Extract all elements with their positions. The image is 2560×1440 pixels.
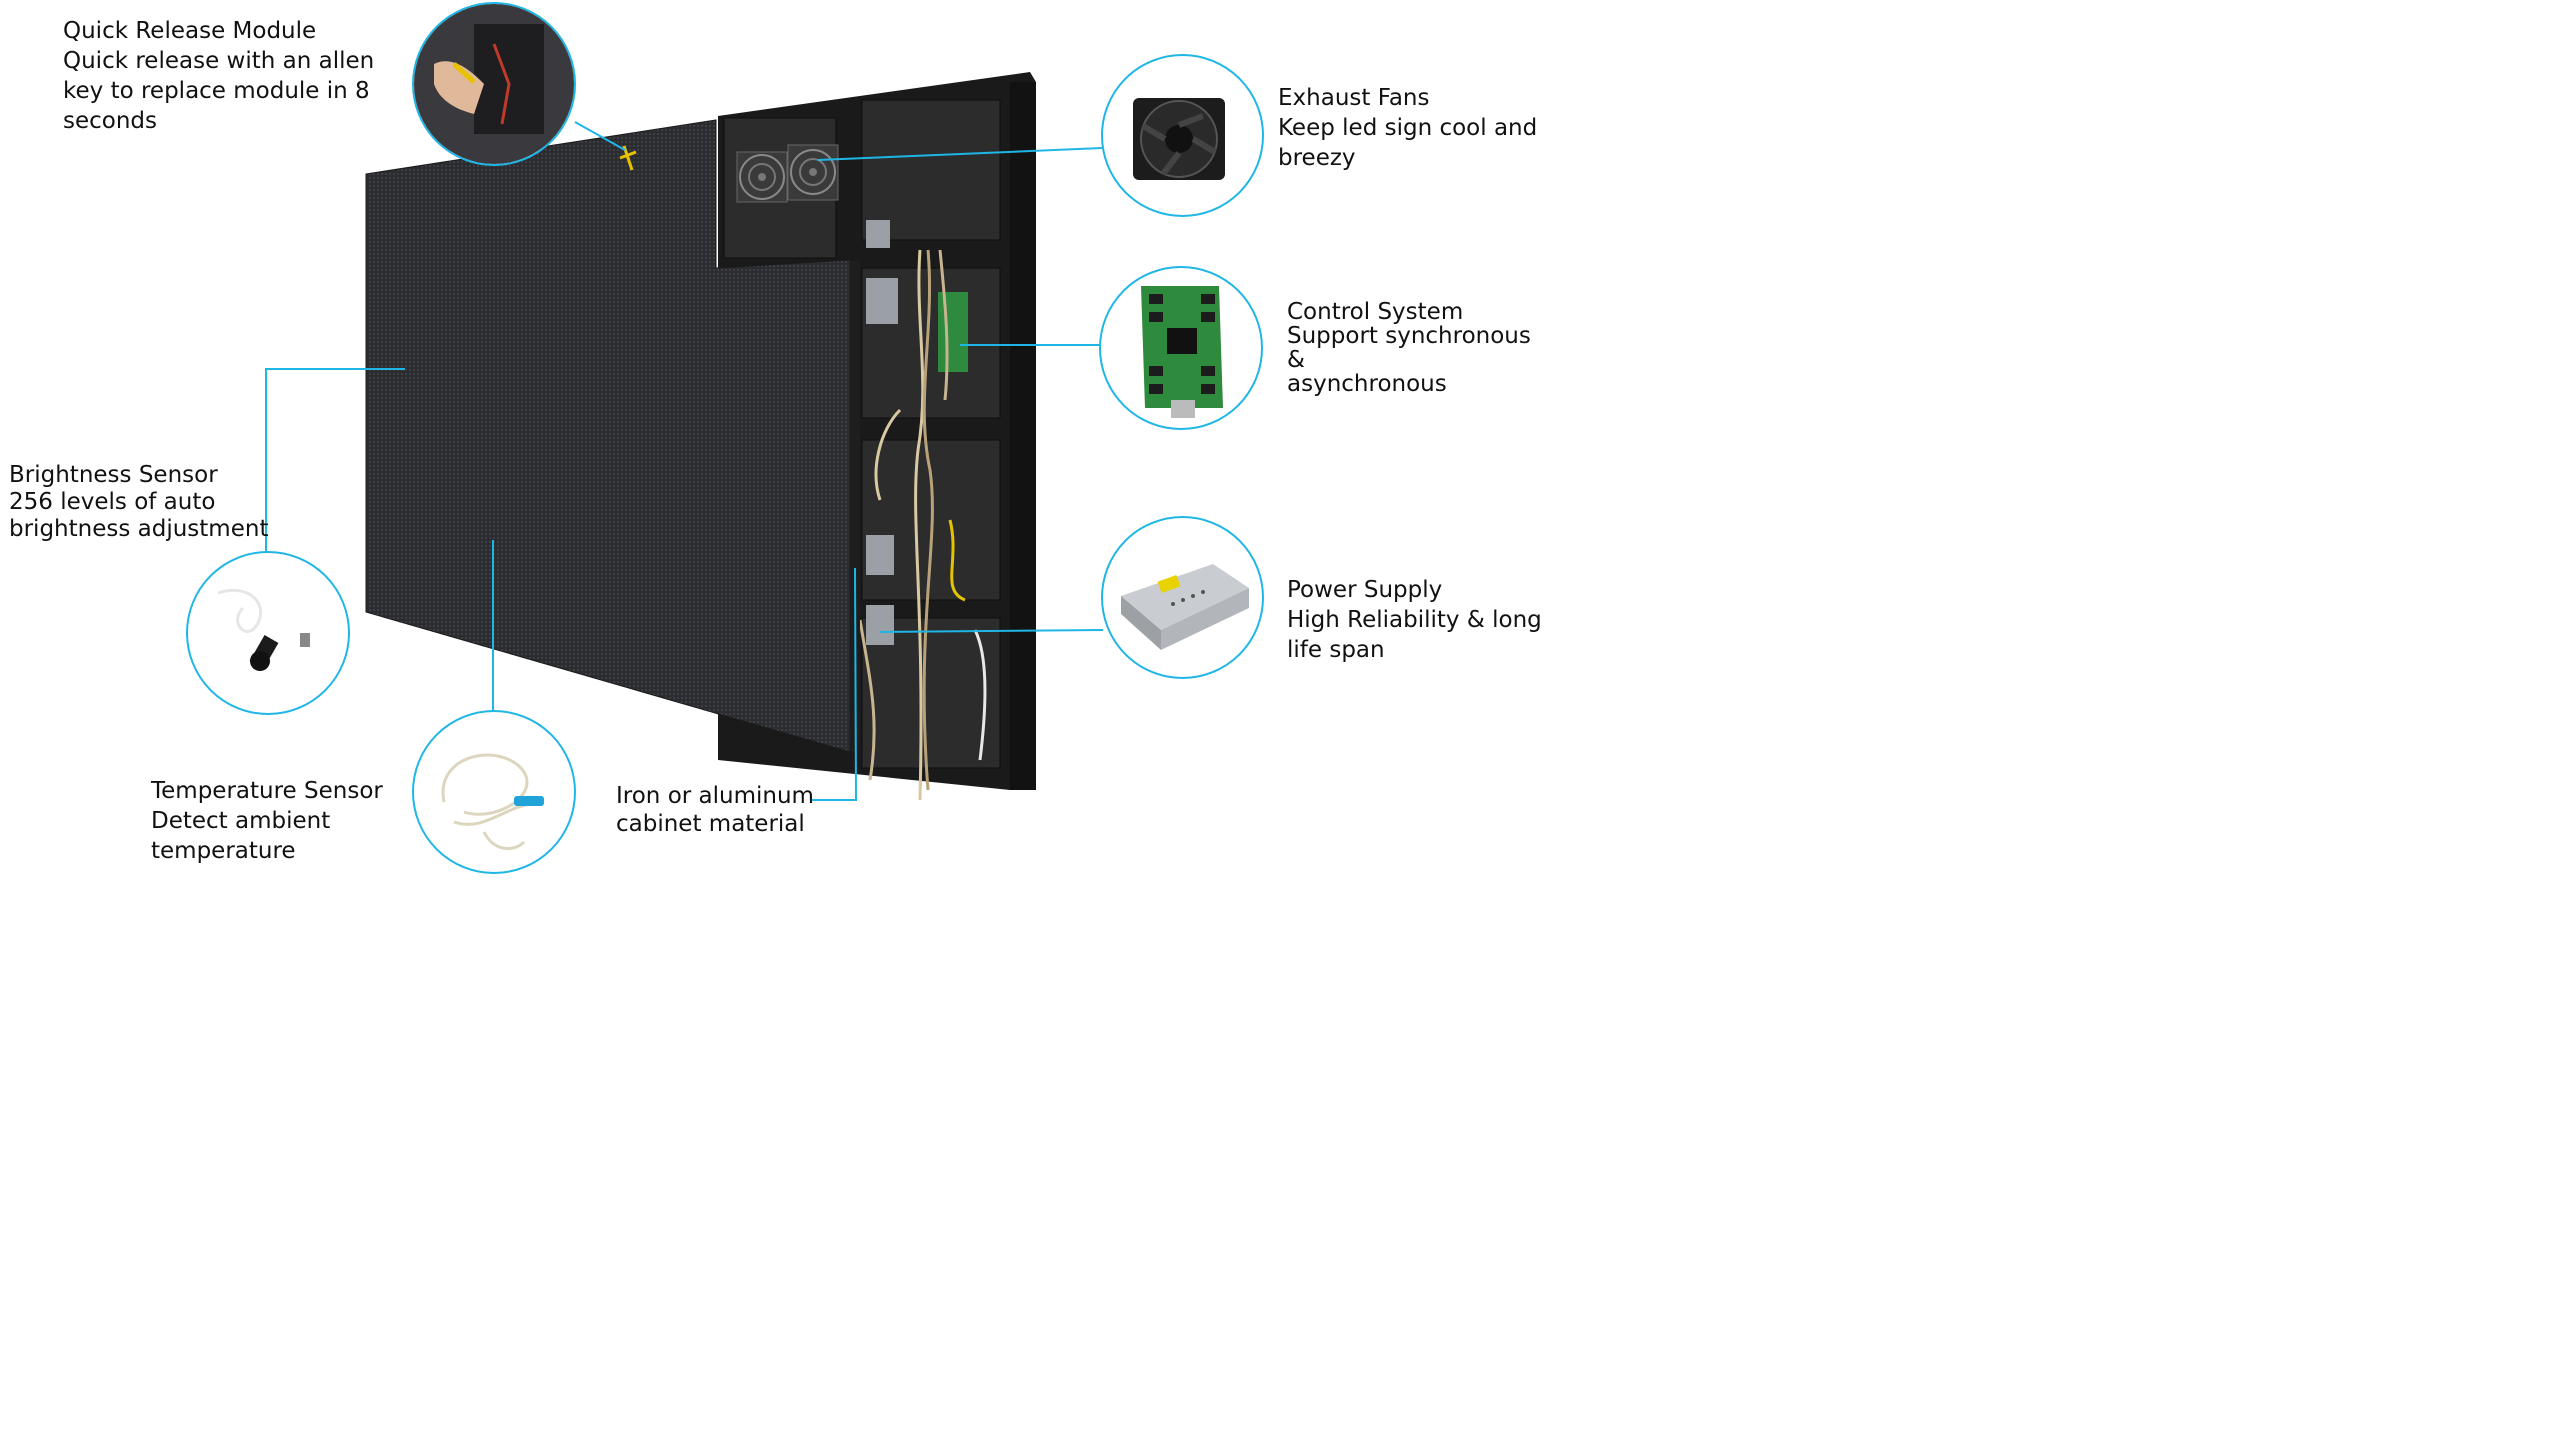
quick-release-description: Quick release with an allen key to repla… [63, 48, 375, 134]
control-system-title: Control System [1287, 299, 1464, 325]
brightness-sensor-description: 256 levels of auto brightness adjustment [9, 489, 269, 542]
temperature-sensor-label: Temperature Sensor Detect ambient temper… [151, 776, 383, 866]
quick-release-label: Quick Release Module Quick release with … [63, 16, 374, 136]
control-card-photo [1099, 266, 1263, 430]
temperature-sensor-description: Detect ambient temperature [151, 808, 331, 864]
cabinet-material-label: Iron or aluminum cabinet material [616, 782, 814, 838]
exhaust-fans-title: Exhaust Fans [1278, 85, 1430, 111]
exhaust-fan-photo [1101, 54, 1264, 217]
fan-right [787, 144, 839, 201]
quick-release-photo [412, 2, 576, 166]
brightness-sensor-photo [186, 551, 350, 715]
led-cabinet-diagram [265, 72, 1104, 801]
fan-left [736, 151, 788, 203]
exhaust-fans-description: Keep led sign cool and breezy [1278, 115, 1538, 171]
control-system-description: Support synchronous & asynchronous [1287, 323, 1531, 397]
power-supply-title: Power Supply [1287, 577, 1443, 603]
power-supply-description: High Reliability & long life span [1287, 607, 1542, 663]
cabinet-material-title: Iron or aluminum [616, 783, 814, 809]
power-supply-label: Power Supply High Reliability & long lif… [1287, 575, 1542, 665]
exhaust-fans-label: Exhaust Fans Keep led sign cool and bree… [1278, 83, 1537, 173]
quick-release-title: Quick Release Module [63, 18, 317, 44]
control-system-label: Control System Support synchronous & asy… [1287, 300, 1544, 396]
temperature-sensor-photo [412, 710, 576, 874]
brightness-sensor-label: Brightness Sensor 256 levels of auto bri… [9, 462, 268, 543]
callout-lines [265, 121, 1104, 801]
power-supply-photo [1101, 516, 1264, 679]
cabinet-material-description: cabinet material [616, 811, 805, 837]
temperature-sensor-title: Temperature Sensor [151, 778, 383, 804]
brightness-sensor-title: Brightness Sensor [9, 462, 218, 488]
